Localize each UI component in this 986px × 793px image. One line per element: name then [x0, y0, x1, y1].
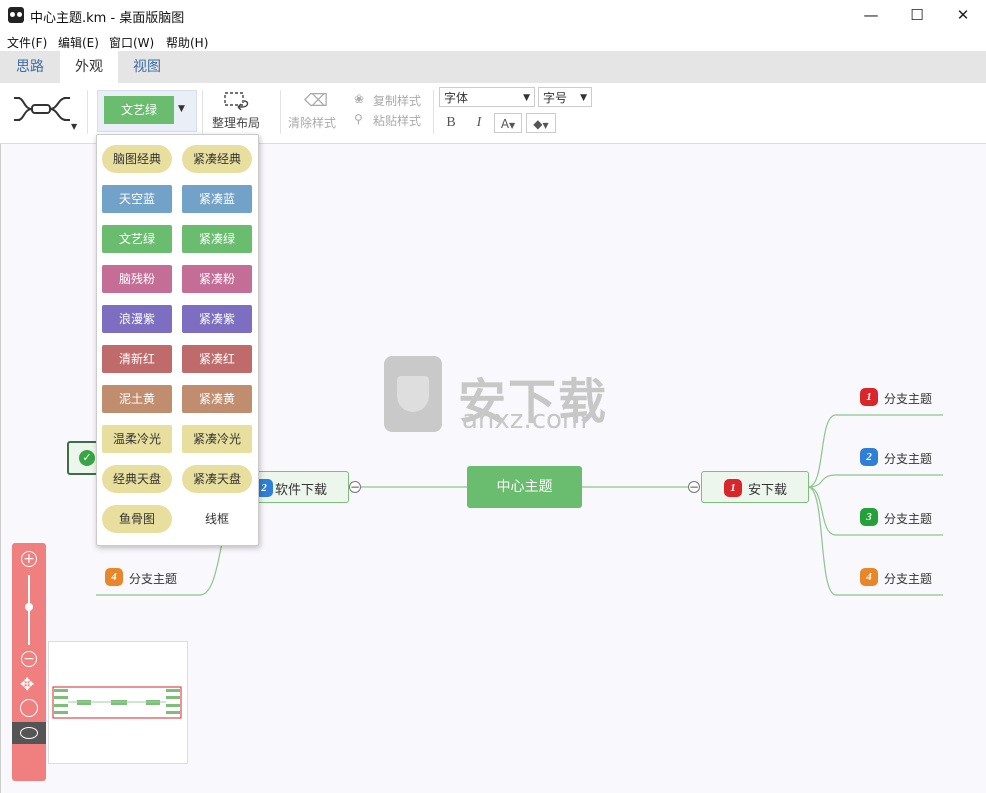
font-family-value: 字体 — [444, 91, 469, 105]
ribbon-tab-bar — [0, 51, 986, 83]
clear-style-button[interactable]: 清除样式 — [288, 116, 337, 130]
eye-icon — [20, 727, 38, 739]
theme-option[interactable]: 温柔冷光 — [102, 425, 172, 453]
toolbar-separator — [202, 90, 203, 134]
toolbar-separator — [87, 90, 88, 134]
clear-style-icon: ⌫ — [304, 91, 329, 111]
priority-1-icon: 1 — [860, 388, 878, 406]
tab-idea[interactable]: 思路 — [16, 59, 44, 75]
chevron-down-icon: ▼ — [580, 93, 587, 103]
theme-option[interactable]: 紧凑蓝 — [182, 185, 252, 213]
font-color-label: A — [500, 117, 510, 131]
locate-center-icon[interactable] — [20, 699, 38, 717]
font-size-select[interactable]: 字号 ▼ — [538, 87, 592, 107]
theme-option[interactable]: 紧凑红 — [182, 345, 252, 373]
branch-node-software-download[interactable]: 2 软件下载 — [250, 471, 349, 503]
toolbar-separator — [433, 90, 434, 134]
font-color-button[interactable]: A▼ — [494, 113, 522, 133]
theme-option[interactable]: 紧凑经典 — [182, 145, 252, 173]
branch-node-anxiazai[interactable]: 1 安下载 — [701, 471, 809, 503]
zoom-in-icon[interactable]: + — [21, 551, 37, 567]
priority-4-icon: 4 — [860, 568, 878, 586]
italic-button[interactable]: I — [476, 115, 482, 130]
maximize-button[interactable]: ☐ — [910, 6, 924, 24]
menu-bar — [0, 31, 986, 51]
copy-style-icon: ❀ — [354, 92, 365, 106]
priority-3-icon: 3 — [860, 508, 878, 526]
fill-color-button[interactable]: ◆▼ — [526, 113, 556, 133]
font-size-value: 字号 — [543, 91, 568, 105]
leaf-topic-label[interactable]: 分支主题 — [884, 392, 933, 406]
paste-style-button[interactable]: 粘贴样式 — [373, 114, 422, 128]
leaf-topic-label[interactable]: 分支主题 — [884, 572, 933, 586]
theme-dropdown-menu: 脑图经典紧凑经典天空蓝紧凑蓝文艺绿紧凑绿脑残粉紧凑粉浪漫紫紧凑紫清新红紧凑红泥土… — [96, 134, 259, 546]
branch-label: 安下载 — [748, 483, 788, 498]
priority-badge: 1 — [724, 479, 742, 497]
window-title: 中心主题.km - 桌面版脑图 — [30, 11, 185, 26]
theme-option[interactable]: 紧凑紫 — [182, 305, 252, 333]
priority-2-icon: 2 — [860, 448, 878, 466]
menu-window[interactable]: 窗口(W) — [109, 36, 155, 50]
central-topic-node[interactable]: 中心主题 — [467, 466, 582, 508]
bold-button[interactable]: B — [446, 115, 456, 130]
check-icon: ✓ — [79, 450, 95, 466]
theme-option[interactable]: 紧凑绿 — [182, 225, 252, 253]
mind-structure-icon[interactable] — [14, 92, 70, 126]
theme-option[interactable]: 脑图经典 — [102, 145, 172, 173]
title-bar — [0, 0, 986, 31]
tab-view[interactable]: 视图 — [133, 59, 161, 75]
app-icon — [8, 7, 24, 23]
theme-option[interactable]: 紧凑粉 — [182, 265, 252, 293]
chevron-down-icon: ▼ — [523, 93, 530, 103]
collapse-toggle-icon[interactable]: − — [688, 480, 700, 494]
shield-icon — [397, 376, 429, 412]
watermark-url: anxz.com — [462, 405, 588, 435]
theme-current-button[interactable]: 文艺绿 — [104, 96, 174, 124]
theme-option[interactable]: 鱼骨图 — [102, 505, 172, 533]
priority-4-icon: 4 — [105, 568, 123, 586]
leaf-topic-label[interactable]: 分支主题 — [884, 512, 933, 526]
theme-option[interactable]: 天空蓝 — [102, 185, 172, 213]
theme-option[interactable]: 紧凑冷光 — [182, 425, 252, 453]
toolbar-separator — [280, 90, 281, 134]
menu-edit[interactable]: 编辑(E) — [58, 36, 99, 50]
theme-option[interactable]: 浪漫紫 — [102, 305, 172, 333]
move-icon[interactable]: ✥ — [20, 675, 35, 695]
zoom-slider-thumb[interactable] — [25, 602, 33, 611]
theme-option[interactable]: 紧凑黄 — [182, 385, 252, 413]
collapse-toggle-icon[interactable]: − — [349, 480, 361, 494]
leaf-topic-label[interactable]: 分支主题 — [884, 452, 933, 466]
theme-option[interactable]: 泥土黄 — [102, 385, 172, 413]
minimize-button[interactable]: — — [863, 6, 879, 24]
theme-option[interactable]: 文艺绿 — [102, 225, 172, 253]
theme-option[interactable]: 经典天盘 — [102, 465, 172, 493]
theme-dropdown-arrow-icon[interactable]: ▼ — [178, 104, 185, 114]
menu-file[interactable]: 文件(F) — [7, 36, 48, 50]
theme-option[interactable]: 清新红 — [102, 345, 172, 373]
paste-style-icon: ⚲ — [354, 112, 363, 126]
theme-option[interactable]: 紧凑天盘 — [182, 465, 252, 493]
menu-help[interactable]: 帮助(H) — [166, 36, 209, 50]
leaf-topic-label[interactable]: 分支主题 — [129, 572, 178, 586]
zoom-out-icon[interactable]: − — [21, 651, 37, 667]
theme-option[interactable]: 脑残粉 — [102, 265, 172, 293]
paint-bucket-icon: ◆ — [533, 117, 543, 131]
copy-style-button[interactable]: 复制样式 — [373, 94, 422, 108]
arrange-layout-button[interactable]: 整理布局 — [212, 116, 261, 130]
close-button[interactable]: ✕ — [956, 6, 970, 24]
priority-badge: 2 — [255, 479, 273, 497]
tab-appearance[interactable]: 外观 — [60, 51, 118, 83]
navigator-minimap[interactable] — [48, 641, 188, 764]
theme-option[interactable]: 线框 — [182, 505, 252, 533]
watermark-text: 安下载 — [458, 374, 609, 430]
font-family-select[interactable]: 字体 ▼ — [439, 87, 535, 107]
structure-dropdown-arrow-icon[interactable]: ▼ — [71, 122, 78, 131]
branch-label: 软件下载 — [275, 483, 328, 498]
navigator-toggle-button[interactable] — [12, 722, 46, 744]
arrange-layout-icon — [224, 92, 250, 114]
